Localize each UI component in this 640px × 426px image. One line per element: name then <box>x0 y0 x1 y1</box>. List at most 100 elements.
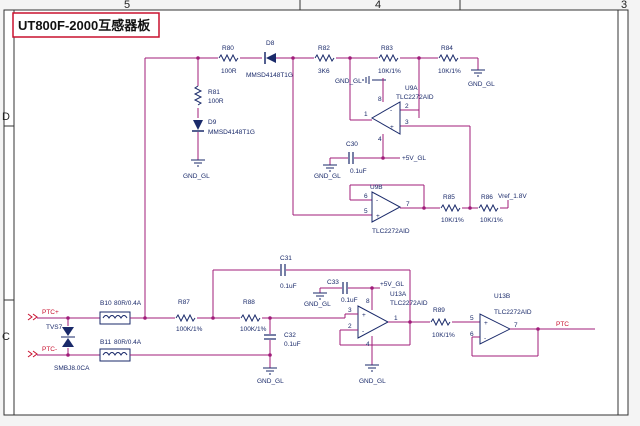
ground-symbol <box>263 367 277 375</box>
c31-ref: C31 <box>280 255 292 262</box>
ptc-minus-label: PTC- <box>42 346 57 353</box>
c32-value: 0.1uF <box>284 341 301 348</box>
vcc-label-c33: +5V_GL <box>380 281 404 288</box>
capacitor-c33 <box>342 282 348 294</box>
c33-ref: C33 <box>327 279 339 286</box>
ground-symbol <box>313 292 327 300</box>
u13b-pin7: 7 <box>514 322 518 329</box>
gnd-label-d9: GND_GL <box>183 173 210 180</box>
r89-value: 10K/1% <box>432 332 455 339</box>
u9a-pin1: 1 <box>364 111 368 118</box>
b10-ref: B10 <box>100 300 112 307</box>
title-box <box>12 12 160 38</box>
vref-label: Vref_1.8V <box>498 193 527 200</box>
u9a-pin4: 4 <box>378 136 382 143</box>
grid-label-top-5: 5 <box>124 0 130 11</box>
u13a-pin1: 1 <box>394 315 398 322</box>
r81-value: 100R <box>208 98 224 105</box>
capacitor-c31 <box>280 264 286 276</box>
u13b-pin6: 6 <box>470 331 474 338</box>
ground-symbol <box>323 164 337 172</box>
u9a-pin8: 8 <box>378 96 382 103</box>
u9a-minus: - <box>390 107 392 114</box>
b11-ref: B11 <box>100 339 111 346</box>
tvs7-ref: TVS7 <box>46 324 63 331</box>
opamp-u13a <box>357 305 390 339</box>
u13a-minus: - <box>362 328 364 335</box>
opamp-u9a <box>370 101 401 135</box>
d8-ref: D8 <box>266 40 275 47</box>
d9-ref: D9 <box>208 119 217 126</box>
tvs-diode-tvs7 <box>61 326 75 348</box>
u13a-pin4: 4 <box>366 341 370 348</box>
u9a-pin2: 2 <box>405 103 409 110</box>
gnd-label-c33: GND_GL <box>304 301 331 308</box>
opamp-u9b <box>371 191 402 223</box>
vcc-label-c30: +5V_GL <box>402 155 426 162</box>
u13b-minus: - <box>484 335 486 342</box>
resistor-r82 <box>314 53 336 63</box>
u9b-pin7: 7 <box>406 201 410 208</box>
resistor-r83 <box>378 53 400 63</box>
r88-ref: R88 <box>243 299 255 306</box>
ground-symbol <box>365 364 379 372</box>
ptc-minus-port <box>27 350 38 358</box>
ground-symbol <box>191 159 205 167</box>
r81-ref: R81 <box>208 89 220 96</box>
u13a-pin8: 8 <box>366 298 370 305</box>
gnd-label-r84: GND_GL <box>468 81 495 88</box>
u13a-value: TLC2272AID <box>390 300 428 307</box>
u13b-value: TLC2272AID <box>494 309 532 316</box>
b10-value: 80R/0.4A <box>114 300 142 307</box>
c32-ref: C32 <box>284 332 296 339</box>
b11-value: 80R/0.4A <box>114 339 142 346</box>
u9b-minus: - <box>376 197 378 204</box>
grid-label-top-3: 3 <box>621 0 627 11</box>
u9b-plus: + <box>376 213 380 220</box>
r84-value: 10K/1% <box>438 68 461 75</box>
grid-label-top-4: 4 <box>375 0 381 11</box>
grid-label-left-d: D <box>2 111 10 123</box>
capacitor-c32 <box>264 334 276 340</box>
u9a-value: TLC2272AID <box>396 94 434 101</box>
d8-value: MMSD4148T1G <box>246 72 293 79</box>
ptc-output-label: PTC <box>556 321 569 328</box>
r85-ref: R85 <box>443 194 455 201</box>
u9a-plus: + <box>390 124 394 131</box>
r87-ref: R87 <box>178 299 190 306</box>
ground-symbol <box>471 69 485 77</box>
gnd-label-u13a: GND_GL <box>359 378 386 385</box>
resistor-r86 <box>478 203 500 213</box>
r86-ref: R86 <box>481 194 493 201</box>
u9b-pin5: 5 <box>364 208 368 215</box>
resistor-r80 <box>218 53 240 63</box>
r82-value: 3K6 <box>318 68 330 75</box>
ferrite-bead-b11 <box>99 348 131 362</box>
resistor-r85 <box>440 203 462 213</box>
r87-value: 100K/1% <box>176 326 203 333</box>
resistor-r84 <box>438 53 460 63</box>
u9a-pin3: 3 <box>405 119 409 126</box>
u13a-ref: U13A <box>390 291 407 298</box>
resistor-r89 <box>430 317 452 327</box>
ground-symbol <box>362 76 370 84</box>
c30-ref: C30 <box>346 141 358 148</box>
sheet-title: UT800F-2000互感器板 <box>18 18 151 33</box>
r89-ref: R89 <box>433 307 445 314</box>
u13a-plus: + <box>362 312 366 319</box>
r83-value: 10K/1% <box>378 68 401 75</box>
grid-label-left-c: C <box>2 331 10 343</box>
u9a-ref: U9A <box>405 85 418 92</box>
resistor-r87 <box>175 313 197 323</box>
r82-ref: R82 <box>318 45 330 52</box>
resistor-r81 <box>193 85 203 108</box>
resistor-r88 <box>240 313 262 323</box>
r86-value: 10K/1% <box>480 217 503 224</box>
r80-ref: R80 <box>222 45 234 52</box>
u13a-pin3: 3 <box>348 307 352 314</box>
ptc-plus-label: PTC+ <box>42 309 59 316</box>
r85-value: 10K/1% <box>441 217 464 224</box>
d9-value: MMSD4148T1G <box>208 129 255 136</box>
r84-ref: R84 <box>441 45 453 52</box>
ferrite-bead-b10 <box>99 311 131 325</box>
